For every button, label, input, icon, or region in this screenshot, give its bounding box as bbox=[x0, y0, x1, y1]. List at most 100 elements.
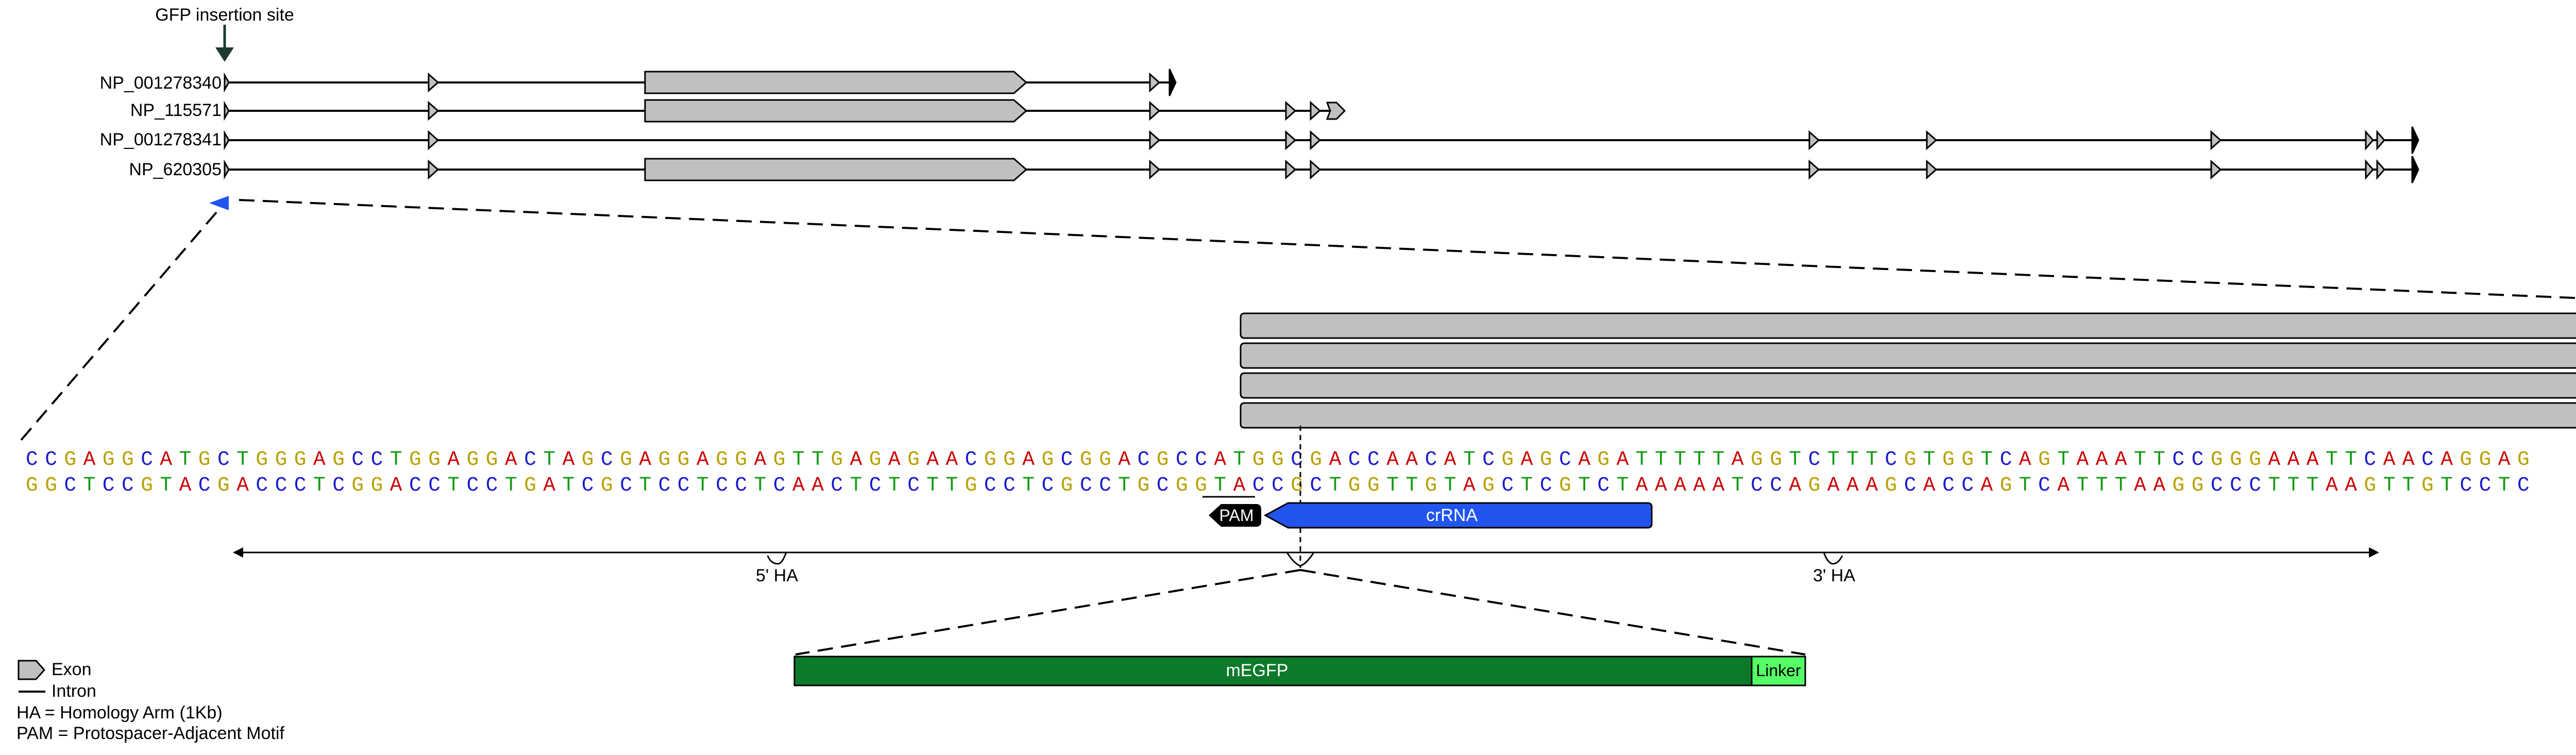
base-letter: A bbox=[505, 448, 517, 471]
base-letter: G bbox=[1348, 474, 1361, 497]
exon-shape bbox=[2365, 130, 2374, 150]
exon-shape bbox=[1326, 102, 1346, 120]
base-letter: A bbox=[1693, 474, 1705, 497]
exon-shape bbox=[1808, 159, 1820, 180]
base-letter: T bbox=[2019, 474, 2031, 497]
exon-shape bbox=[428, 100, 439, 121]
base-letter: T bbox=[2287, 474, 2300, 497]
transcript-tracks bbox=[224, 69, 2419, 183]
base-letter: T bbox=[1022, 474, 1035, 497]
homology-arm-brackets: 5' HA 3' HA bbox=[233, 547, 2379, 585]
base-letter: G bbox=[64, 448, 76, 471]
base-letter: C bbox=[965, 448, 977, 471]
base-letter: G bbox=[294, 448, 307, 471]
exon-shape bbox=[1149, 159, 1161, 180]
base-letter: G bbox=[1425, 474, 1437, 497]
base-letter: G bbox=[984, 448, 996, 471]
base-letter: C bbox=[1367, 448, 1380, 471]
base-letter: T bbox=[1827, 448, 1840, 471]
base-letter: A bbox=[1617, 448, 1629, 471]
base-letter: G bbox=[256, 448, 268, 471]
base-letter: A bbox=[2076, 448, 2089, 471]
base-letter: G bbox=[1904, 448, 1917, 471]
base-letter: G bbox=[2211, 448, 2223, 471]
base-letter: A bbox=[2153, 474, 2165, 497]
base-letter: A bbox=[639, 448, 651, 471]
base-letter: A bbox=[1789, 474, 1801, 497]
base-letter: C bbox=[2211, 474, 2223, 497]
base-letter: T bbox=[811, 448, 824, 471]
base-letter: C bbox=[1195, 448, 1207, 471]
base-letter: A bbox=[1329, 448, 1342, 471]
base-letter: T bbox=[1521, 474, 1533, 497]
crrna-label: crRNA bbox=[1426, 506, 1478, 525]
brace-center bbox=[1286, 552, 1315, 567]
gfp-insertion-arrow-icon bbox=[215, 25, 234, 62]
base-letter: T bbox=[2153, 448, 2165, 471]
base-letter: A bbox=[1636, 474, 1648, 497]
base-letter: A bbox=[2134, 474, 2146, 497]
base-letter: G bbox=[869, 448, 882, 471]
base-letter: G bbox=[1157, 448, 1169, 471]
base-letter: T bbox=[1732, 474, 1744, 497]
base-letter: T bbox=[926, 474, 939, 497]
base-letter: C bbox=[2249, 474, 2261, 497]
base-letter: C bbox=[2364, 448, 2376, 471]
base-letter: A bbox=[850, 448, 862, 471]
base-letter: G bbox=[1138, 474, 1150, 497]
base-letter: C bbox=[1042, 474, 1054, 497]
base-letter: A bbox=[811, 474, 824, 497]
base-letter: G bbox=[217, 474, 230, 497]
base-letter: G bbox=[486, 448, 498, 471]
base-letter: G bbox=[620, 448, 632, 471]
base-letter: T bbox=[1444, 474, 1456, 497]
base-letter: T bbox=[236, 448, 249, 471]
exon-shape bbox=[224, 100, 230, 121]
base-letter: G bbox=[45, 474, 57, 497]
base-letter: A bbox=[2096, 448, 2108, 471]
base-letter: T bbox=[2134, 448, 2146, 471]
base-letter: A bbox=[2498, 448, 2511, 471]
exon-shape bbox=[1149, 72, 1161, 93]
exon-shape bbox=[1285, 130, 1297, 150]
zoomed-exon-bar bbox=[1240, 312, 2576, 339]
base-letter: G bbox=[1272, 448, 1284, 471]
base-letter: G bbox=[735, 448, 747, 471]
base-letter: A bbox=[2345, 474, 2357, 497]
base-letter: A bbox=[1022, 448, 1035, 471]
base-letter: T bbox=[1980, 448, 1993, 471]
base-letter: C bbox=[409, 474, 421, 497]
base-letter: C bbox=[1597, 474, 1609, 497]
base-letter: G bbox=[1099, 448, 1111, 471]
base-letter: A bbox=[179, 474, 192, 497]
exon-shape bbox=[428, 159, 439, 180]
base-letter: C bbox=[351, 448, 364, 471]
base-letter: T bbox=[1713, 448, 1725, 471]
zoomed-exon-bar bbox=[1240, 402, 2576, 429]
base-letter: G bbox=[1176, 474, 1188, 497]
base-letter: G bbox=[1042, 448, 1054, 471]
base-letter: G bbox=[1482, 474, 1495, 497]
base-letter: G bbox=[2192, 474, 2204, 497]
base-letter: C bbox=[2421, 448, 2434, 471]
base-letter: A bbox=[754, 448, 767, 471]
exon-legend-icon bbox=[18, 660, 46, 680]
base-letter: A bbox=[1732, 448, 1744, 471]
base-letter: T bbox=[543, 448, 555, 471]
zoomed-exon-bar bbox=[1240, 342, 2576, 369]
base-letter: A bbox=[1578, 448, 1590, 471]
base-letter: G bbox=[1310, 448, 1322, 471]
base-letter: G bbox=[524, 474, 536, 497]
base-letter: C bbox=[1080, 474, 1092, 497]
base-letter: T bbox=[697, 474, 709, 497]
transcript-label: NP_115571 bbox=[130, 100, 222, 120]
base-letter: G bbox=[2364, 474, 2376, 497]
base-letter: C bbox=[2479, 474, 2492, 497]
exon-shape bbox=[1285, 100, 1297, 121]
exon-shape bbox=[428, 72, 439, 93]
base-letter: G bbox=[467, 448, 479, 471]
base-letter: T bbox=[1617, 474, 1629, 497]
base-letter: A bbox=[1233, 474, 1246, 497]
base-letter: G bbox=[1770, 448, 1782, 471]
